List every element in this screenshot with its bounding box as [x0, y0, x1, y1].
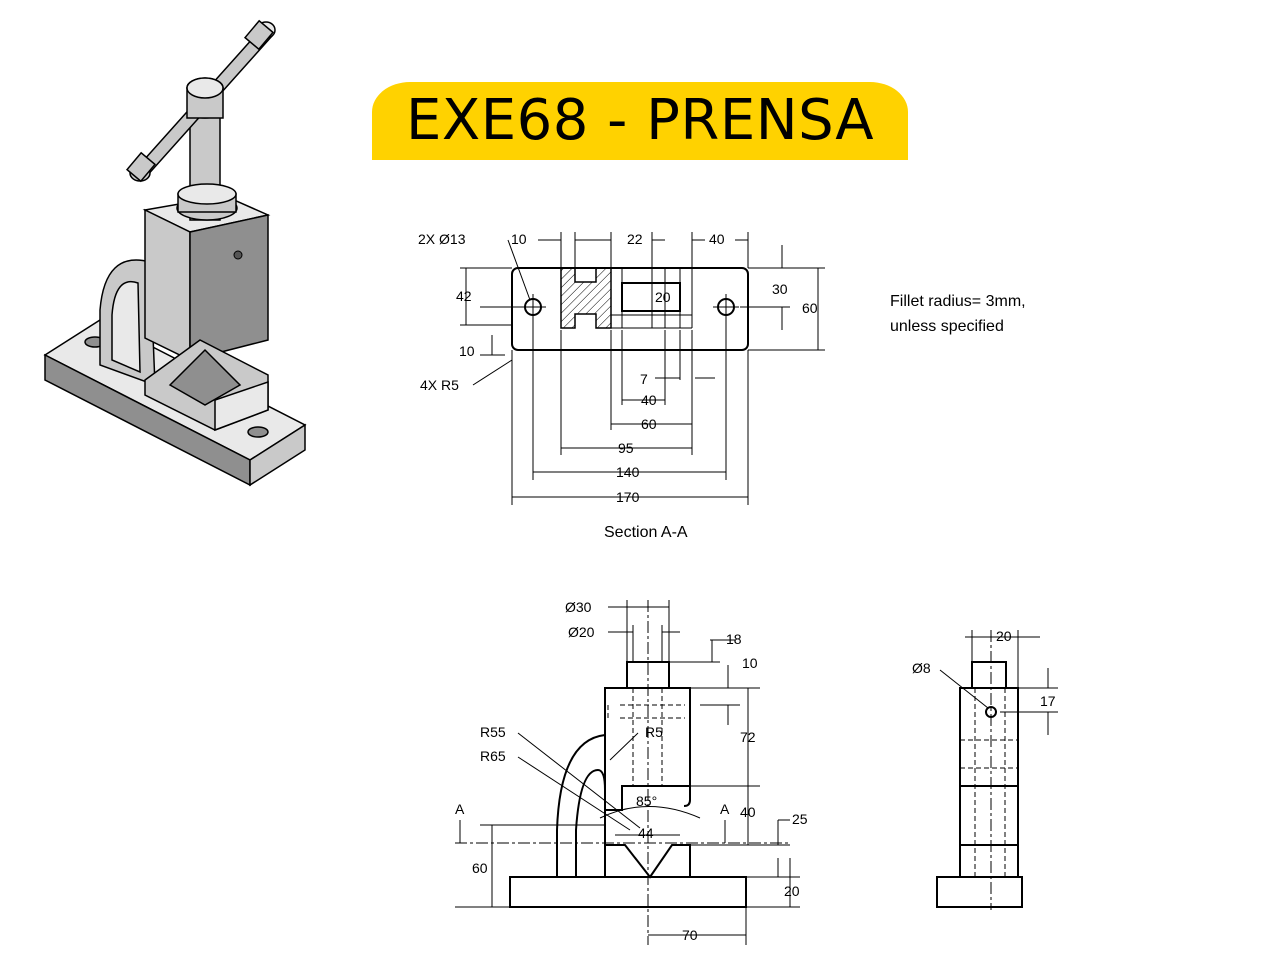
note-line-2: unless specified	[890, 318, 1004, 335]
radius-5: R5	[645, 724, 663, 740]
dim-10a: 10	[511, 231, 527, 247]
side-dim-20: 20	[996, 628, 1012, 644]
dim-10b: 10	[459, 343, 475, 359]
cut-a-left: A	[455, 801, 465, 817]
dim-72: 72	[740, 729, 756, 745]
dim-dia30: Ø30	[565, 599, 592, 615]
dim-22: 22	[627, 231, 643, 247]
front-view	[455, 600, 800, 945]
dim-60: 60	[472, 860, 488, 876]
page-title: EXE68 - PRENSA	[405, 88, 875, 153]
dim-40b: 40	[641, 392, 657, 408]
dim-60: 60	[802, 300, 818, 316]
side-dim-dia8: Ø8	[912, 660, 931, 676]
cut-a-right: A	[720, 801, 730, 817]
holes-callout: 2X Ø13	[418, 231, 466, 247]
dim-18: 18	[726, 631, 742, 647]
dim-20: 20	[784, 883, 800, 899]
dim-7: 7	[640, 371, 648, 387]
title-banner: EXE68 - PRENSA	[372, 82, 908, 160]
dim-dia20: Ø20	[568, 624, 595, 640]
fillets-callout: 4X R5	[420, 377, 459, 393]
dim-60b: 60	[641, 416, 657, 432]
dim-95: 95	[618, 440, 634, 456]
side-dim-17: 17	[1040, 693, 1056, 709]
section-a-a-view	[460, 232, 825, 505]
dim-25: 25	[792, 811, 808, 827]
side-view	[936, 630, 1058, 910]
dim-42: 42	[456, 288, 472, 304]
radius-55: R55	[480, 724, 506, 740]
press-isometric-icon	[43, 19, 307, 487]
dim-44: 44	[638, 825, 654, 841]
dim-40: 40	[740, 804, 756, 820]
dim-10: 10	[742, 655, 758, 671]
angle-85: 85°	[636, 793, 657, 809]
dim-140: 140	[616, 464, 640, 480]
note-line-1: Fillet radius= 3mm,	[890, 293, 1026, 310]
dim-40a: 40	[709, 231, 725, 247]
radius-65: R65	[480, 748, 506, 764]
dim-170: 170	[616, 489, 640, 505]
dim-70: 70	[682, 927, 698, 943]
dim-20: 20	[655, 289, 671, 305]
dim-30: 30	[772, 281, 788, 297]
section-label: Section A-A	[604, 524, 688, 541]
